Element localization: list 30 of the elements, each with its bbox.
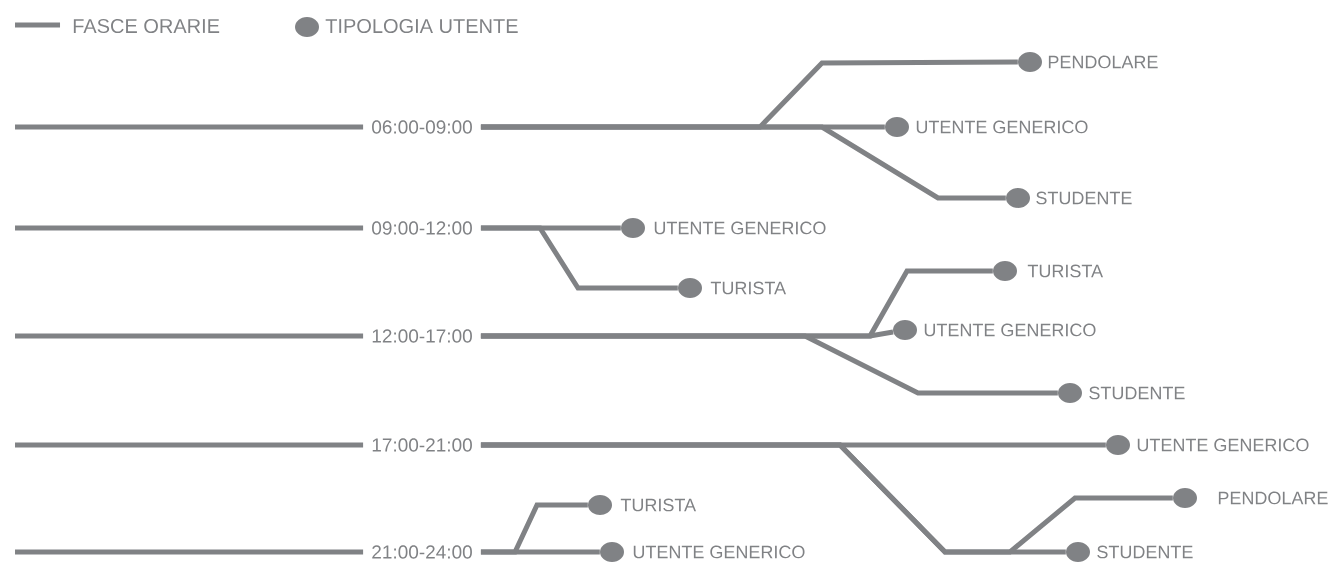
time-slot-label: 21:00-24:00 [372,545,472,559]
node-label: PENDOLARE [1218,491,1328,505]
node-label: UTENTE GENERICO [633,545,805,559]
node-label: TURISTA [620,498,697,512]
time-slot-label: 17:00-21:00 [372,438,472,452]
time-bar [15,225,364,231]
node-label: PENDOLARE [1048,55,1158,69]
node-label: TURISTA [710,281,787,295]
time-slot-label: 06:00-09:00 [372,120,472,134]
node-label: UTENTE GENERICO [654,221,826,235]
node-label: TURISTA [1027,264,1104,278]
legend-label: FASCE ORARIE [73,18,220,34]
node-label: UTENTE GENERICO [924,323,1096,337]
connector-line [480,225,678,291]
legend-label: TIPOLOGIA UTENTE [325,18,518,34]
time-bar [15,549,364,555]
connector-line [480,124,1006,201]
time-bar [15,442,364,448]
connector-line [480,549,600,555]
connector-line [480,442,1066,555]
time-bar [15,333,364,339]
connector-line [480,333,1058,396]
node-label: STUDENTE [1089,386,1185,400]
time-slot-label: 09:00-12:00 [372,221,472,235]
time-slot-label: 12:00-17:00 [372,329,472,343]
node-label: UTENTE GENERICO [916,120,1088,134]
node-label: STUDENTE [1097,545,1193,559]
node-label: UTENTE GENERICO [1137,438,1309,452]
node-label: STUDENTE [1036,191,1132,205]
time-bar [15,124,364,130]
